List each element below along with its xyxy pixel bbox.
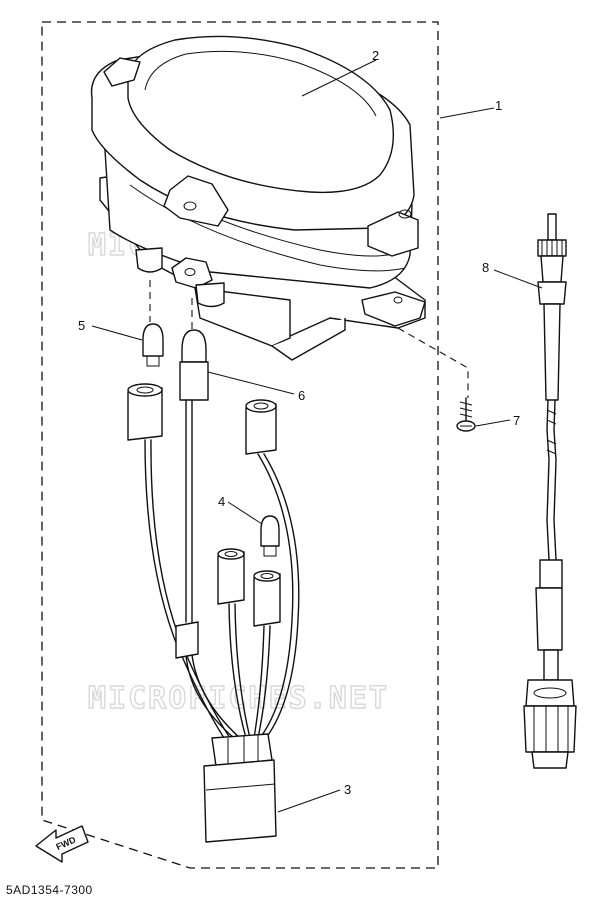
speedometer-cable	[523, 213, 577, 769]
wire-harness	[127, 329, 300, 843]
screw-7	[456, 397, 476, 432]
callout-4: 4	[218, 494, 225, 509]
callout-5-leader	[91, 325, 143, 341]
fwd-arrow: FWD	[35, 825, 89, 863]
bulb-5	[142, 323, 164, 367]
callout-6: 6	[298, 388, 305, 403]
callout-3-leader	[277, 789, 341, 813]
watermark-bottom: MICROFICHES.NET	[88, 681, 389, 716]
callout-3: 3	[344, 782, 351, 797]
callout-4-leader	[227, 501, 263, 525]
callout-7-leader	[475, 419, 511, 427]
callout-1: 1	[495, 98, 502, 113]
callout-8: 8	[482, 260, 489, 275]
callout-1-leader	[439, 107, 495, 119]
assembly-boundary	[41, 21, 439, 869]
callout-8-leader	[493, 269, 543, 289]
callout-5: 5	[78, 318, 85, 333]
screw-leader	[397, 327, 469, 398]
bulb-4	[260, 515, 280, 557]
meter-assembly	[90, 35, 426, 361]
callout-7: 7	[513, 413, 520, 428]
diagram-code: 5AD1354-7300	[6, 883, 93, 897]
callout-6-leader	[207, 371, 295, 395]
callout-2: 2	[372, 48, 379, 63]
callout-2-leader	[301, 59, 377, 97]
